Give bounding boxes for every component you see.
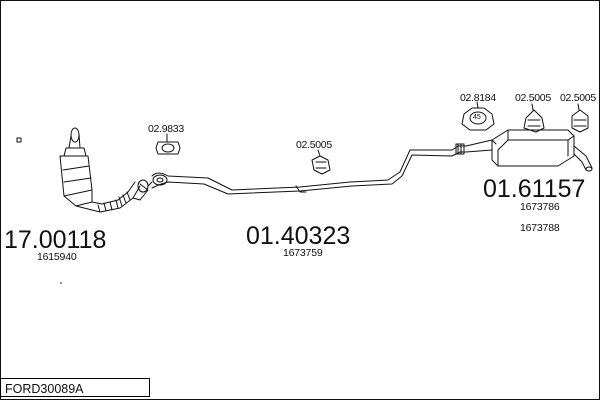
marker-square <box>16 137 22 143</box>
leader-lines <box>166 101 580 157</box>
accessory-code-label: 02.8184 <box>460 92 496 104</box>
marker-dot <box>60 282 62 284</box>
accessory-code-label: 02.5005 <box>560 92 596 104</box>
hanger-middle-drawing <box>311 155 331 175</box>
oem-reference: 1673788 <box>520 222 560 234</box>
oem-reference: 1673786 <box>520 201 560 213</box>
accessory-code-label: 02.5005 <box>296 139 332 151</box>
diagram-title: FORD30089A <box>5 382 84 396</box>
gasket-marking-label: 45 <box>473 114 481 121</box>
hanger-rear-2-drawing <box>571 109 589 133</box>
oem-reference: 1673759 <box>283 247 323 259</box>
accessory-code-label: 02.9833 <box>148 123 184 135</box>
middle-pipe-drawing <box>151 143 467 195</box>
title-box: FORD30089A <box>0 378 150 397</box>
catalytic-converter-drawing <box>59 127 153 213</box>
clamp-02-9833-drawing <box>155 141 181 155</box>
part-number-rear-silencer: 01.61157 <box>483 175 586 203</box>
gasket-02-8184-drawing <box>461 107 495 131</box>
part-number-catalyst: 17.00118 <box>4 226 107 254</box>
hanger-rear-1-drawing <box>523 109 545 133</box>
oem-reference: 1615940 <box>37 251 77 263</box>
part-number-middle-pipe: 01.40323 <box>246 222 351 250</box>
accessory-code-label: 02.5005 <box>515 92 551 104</box>
rear-silencer-drawing <box>465 129 593 172</box>
